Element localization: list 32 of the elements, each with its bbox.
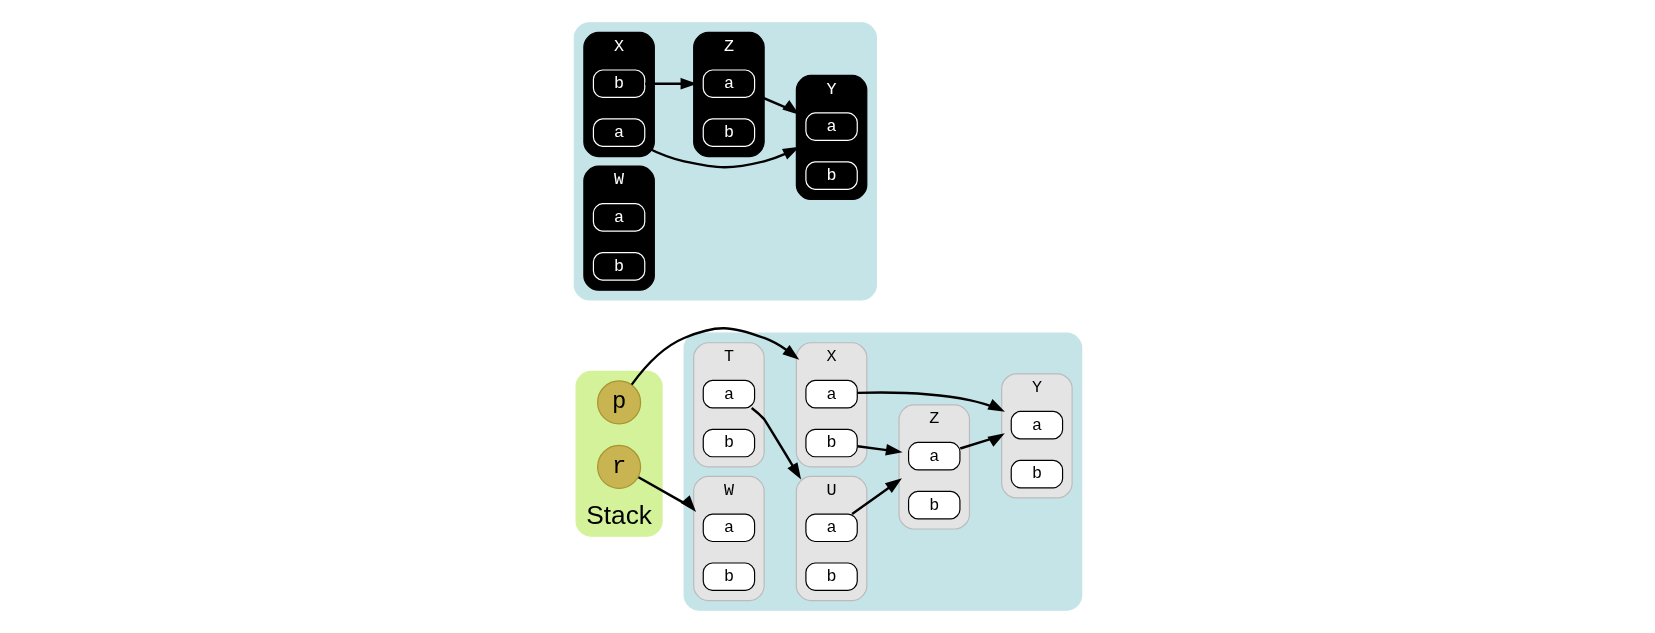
node-box: b	[804, 161, 858, 190]
node-box: a	[804, 513, 858, 543]
node-box: b	[1010, 459, 1063, 489]
cluster	[573, 22, 877, 301]
arrow	[856, 444, 903, 456]
node-box: b	[702, 428, 755, 458]
node-box: b	[592, 69, 645, 99]
arrow	[856, 391, 1005, 412]
arrow	[750, 407, 801, 480]
node-box: a	[1010, 410, 1063, 440]
node-box: a	[702, 379, 755, 409]
node-box: b	[592, 252, 645, 281]
cluster	[683, 332, 1082, 611]
node-box: b	[702, 118, 755, 147]
node-box: b	[907, 490, 960, 520]
node-box: b	[804, 562, 858, 592]
node-box: a	[907, 441, 960, 471]
node-box: a	[592, 203, 645, 232]
node-box: a	[804, 379, 858, 409]
arrow	[850, 478, 902, 515]
arrow	[644, 77, 697, 90]
node-box: a	[702, 513, 755, 543]
arrow	[959, 433, 1005, 450]
node-box: b	[804, 428, 858, 458]
node-circle: p	[596, 380, 641, 425]
arrow	[630, 327, 799, 386]
node-box: a	[804, 112, 858, 141]
arrow	[637, 476, 696, 512]
node-circle: r	[596, 444, 641, 489]
node-box: b	[702, 562, 755, 592]
node-box: a	[592, 118, 645, 147]
node-box: a	[702, 69, 755, 99]
